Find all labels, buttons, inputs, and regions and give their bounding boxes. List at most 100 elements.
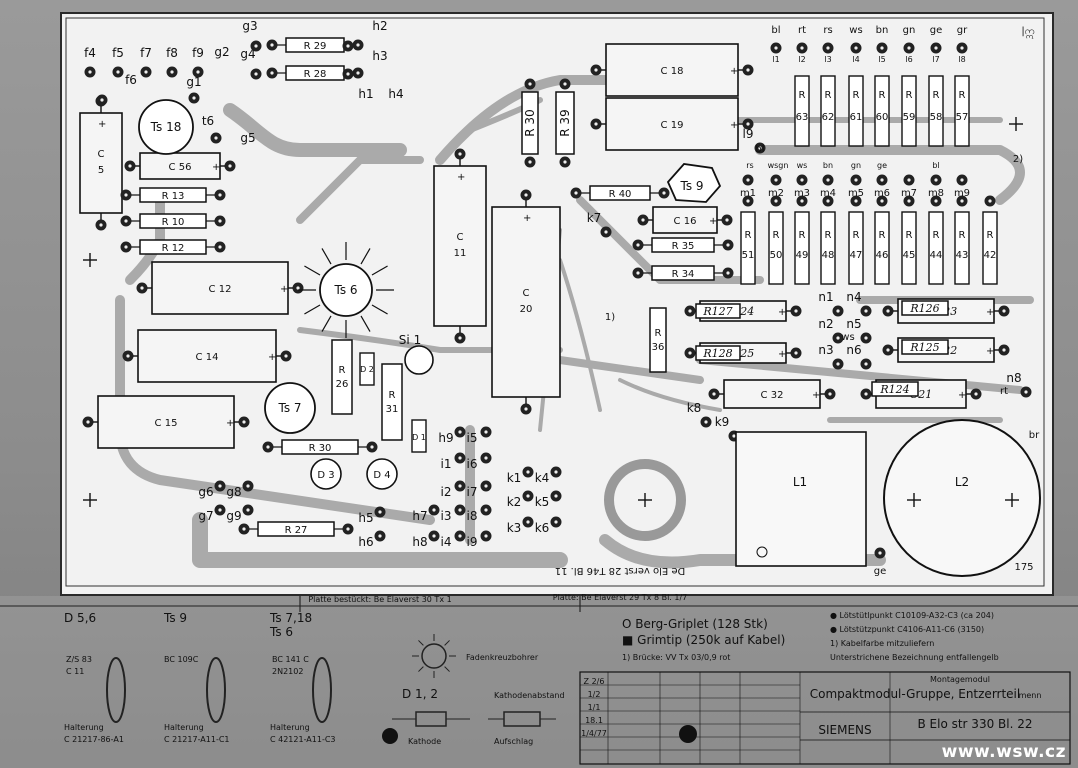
pad-label: m2 bbox=[768, 188, 784, 199]
title-block-row: 1/2 bbox=[588, 690, 601, 699]
pad-label: h5 bbox=[358, 511, 373, 525]
plus-mark: + bbox=[778, 307, 786, 318]
pad-label: k4 bbox=[535, 471, 550, 485]
resistor-label: 60 bbox=[876, 112, 889, 123]
capacitor-label: C 12 bbox=[209, 284, 232, 295]
resistor-label: R bbox=[879, 230, 886, 241]
resistor-label: R 13 bbox=[162, 191, 185, 202]
resistor-label: 46 bbox=[876, 250, 889, 261]
resistor-r42 bbox=[982, 211, 998, 285]
assembly-note: Platte bestückt: Be Elaverst 30 Tx 1 bbox=[308, 595, 451, 604]
pad-label: k5 bbox=[535, 495, 550, 509]
plus-mark: + bbox=[226, 418, 234, 429]
pad-label: h6 bbox=[358, 535, 373, 549]
pad-label: m5 bbox=[848, 188, 864, 199]
pad-label: h4 bbox=[388, 87, 403, 101]
pad-label: f6 bbox=[125, 73, 137, 87]
pad-label: g8 bbox=[226, 485, 241, 499]
pad-label: m6 bbox=[874, 188, 890, 199]
resistor-label: R bbox=[825, 90, 832, 101]
resistor-r63 bbox=[794, 75, 810, 147]
resistor-label: 49 bbox=[796, 250, 809, 261]
wire-color-label: rs bbox=[823, 25, 832, 36]
wire-color-label: gr bbox=[957, 25, 968, 36]
wire-color-label: gn bbox=[851, 161, 861, 170]
resistor-label: R126 bbox=[909, 302, 939, 315]
wire-color-label: ws bbox=[849, 25, 862, 36]
wire-color-label: rt bbox=[798, 25, 806, 36]
wire-color-label: wsgn bbox=[768, 161, 789, 170]
pad-label: g4 bbox=[240, 47, 255, 61]
resistor-label: R bbox=[339, 365, 346, 376]
capacitor-label: C 16 bbox=[674, 216, 697, 227]
diode-legend-label: Aufschlag bbox=[494, 737, 533, 746]
pad-label: k9 bbox=[715, 415, 730, 429]
pad-label: g7 bbox=[198, 509, 213, 523]
crosshair-label: Fadenkreuzbohrer bbox=[466, 653, 539, 662]
pad-label: m4 bbox=[820, 188, 836, 199]
resistor-label: R 27 bbox=[285, 525, 308, 536]
part-title: Ts 9 bbox=[163, 611, 187, 625]
diode-label: D 2 bbox=[360, 365, 374, 374]
capacitor-label: 11 bbox=[454, 248, 467, 259]
pad-label: i4 bbox=[441, 535, 452, 549]
capacitor-label: C 32 bbox=[761, 390, 784, 401]
resistor-r60 bbox=[874, 75, 890, 147]
capacitor-label: C bbox=[98, 149, 105, 160]
pad-label: l2 bbox=[798, 55, 805, 64]
resistor-r48 bbox=[820, 211, 836, 285]
pad-label: f7 bbox=[140, 46, 152, 60]
pad-label: g3 bbox=[242, 19, 257, 33]
resistor-label: R bbox=[959, 90, 966, 101]
pad-label: h2 bbox=[372, 19, 387, 33]
diode-legend-label: Kathodenabstand bbox=[494, 691, 565, 700]
resistor-r125 bbox=[901, 339, 949, 355]
wire-color-label: bl bbox=[771, 25, 780, 36]
dot-marker bbox=[382, 728, 398, 744]
resistor-r51 bbox=[740, 211, 756, 285]
part-title: Ts 7,18 bbox=[269, 611, 312, 625]
pad-label: n5 bbox=[846, 317, 861, 331]
resistor-label: 44 bbox=[930, 250, 943, 261]
pad-label: h9 bbox=[438, 431, 453, 445]
title-block-row: 1/1 bbox=[588, 703, 601, 712]
wire-color-label: ge bbox=[930, 25, 943, 36]
resistor-label: 51 bbox=[742, 250, 755, 261]
pad-label: l1 bbox=[772, 55, 779, 64]
resistor-r59 bbox=[901, 75, 917, 147]
resistor-label: R 12 bbox=[162, 243, 185, 254]
resistor-label: R bbox=[959, 230, 966, 241]
transistor-ts9 bbox=[666, 163, 722, 203]
resistor-label: 50 bbox=[770, 250, 783, 261]
resistor-label: R 40 bbox=[609, 189, 632, 200]
resistor-label: 57 bbox=[956, 112, 969, 123]
capacitor-label: C 19 bbox=[661, 120, 684, 131]
resistor-label: 48 bbox=[822, 250, 835, 261]
resistor-label: R124 bbox=[879, 383, 909, 396]
fuse-si1 bbox=[404, 345, 434, 375]
resistor-label: R bbox=[799, 90, 806, 101]
part-outline bbox=[312, 657, 332, 723]
pad-label: m1 bbox=[740, 188, 756, 199]
pad-label: g9 bbox=[226, 509, 241, 523]
fuse-label: Si 1 bbox=[399, 333, 421, 347]
resistor-label: R125 bbox=[909, 341, 939, 354]
mounting-hole bbox=[604, 459, 686, 541]
plus-mark: + bbox=[98, 119, 106, 130]
pad-label: n8 bbox=[1006, 371, 1021, 385]
resistor-label: R bbox=[853, 230, 860, 241]
wire-color-label: bl bbox=[932, 161, 939, 170]
resistor-r62 bbox=[820, 75, 836, 147]
pad-label: l4 bbox=[852, 55, 859, 64]
pad-label: l5 bbox=[878, 55, 885, 64]
pad-label: h1 bbox=[358, 87, 373, 101]
plus-mark: + bbox=[268, 352, 276, 363]
resistor-label: R bbox=[906, 90, 913, 101]
title-block bbox=[579, 671, 1071, 765]
legend-note-right: 1) Kabelfarbe mitzuliefern bbox=[830, 639, 934, 648]
resistor-r36 bbox=[649, 307, 667, 373]
part-sub: C 11 bbox=[66, 667, 84, 676]
resistor-label: R bbox=[933, 230, 940, 241]
plus-mark: + bbox=[778, 349, 786, 360]
plus-mark: + bbox=[280, 284, 288, 295]
